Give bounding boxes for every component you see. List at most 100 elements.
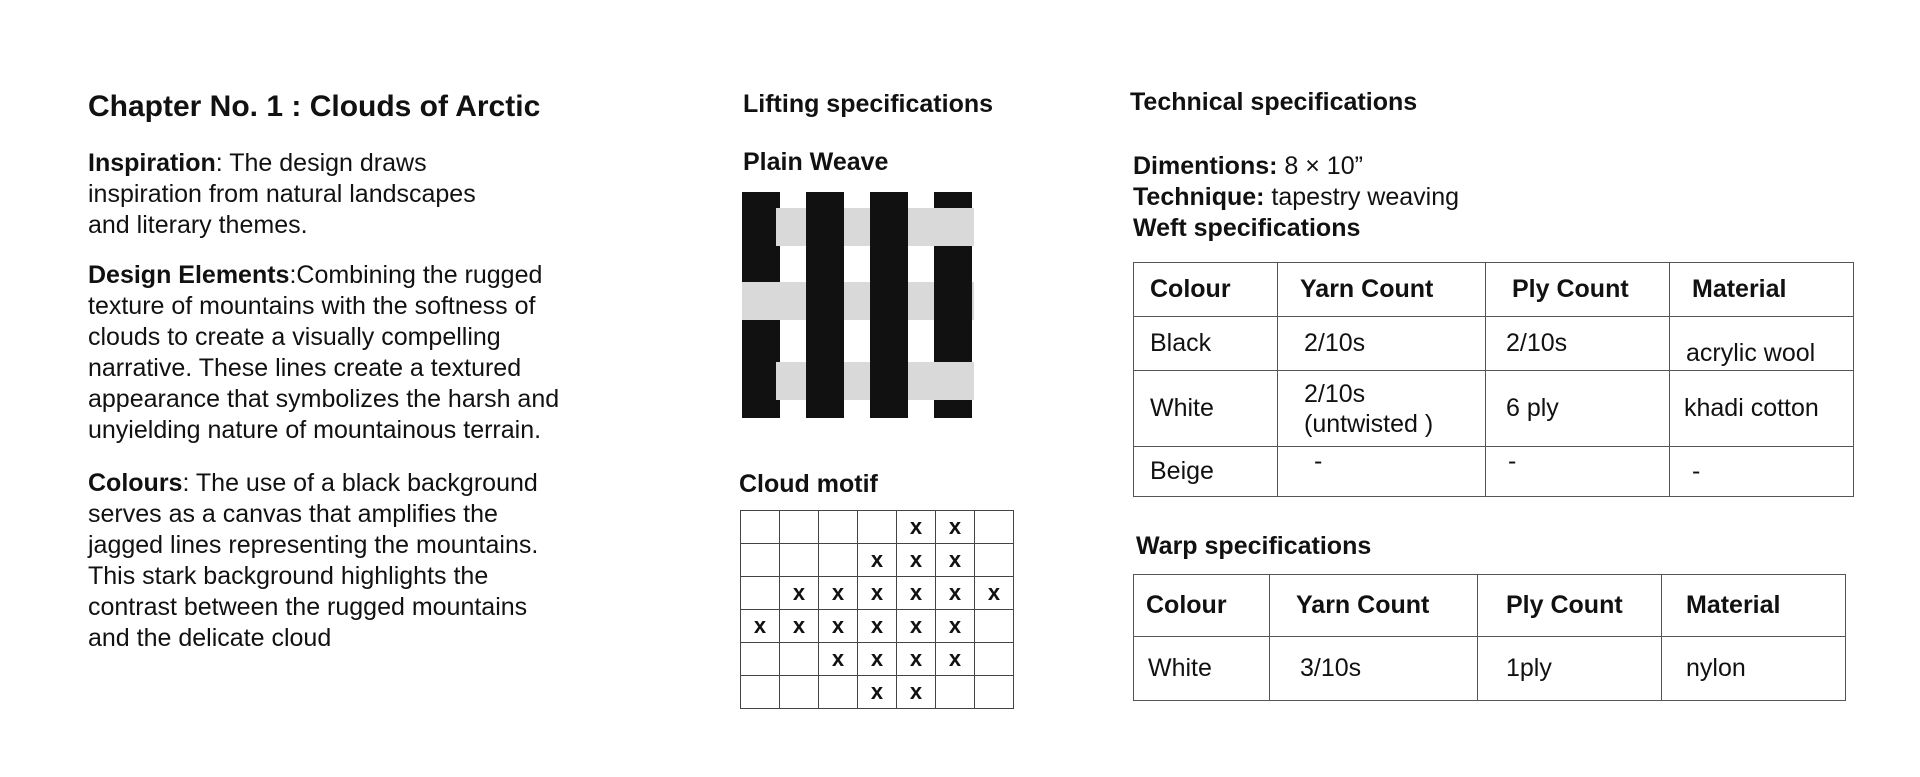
cloud-motif-title: Cloud motif (739, 470, 878, 498)
design-line: clouds to create a visually compelling (88, 323, 501, 351)
weft-cell: 2/10s (1485, 316, 1670, 371)
weft-header-material: Material (1669, 262, 1854, 317)
motif-cell-marked: x (857, 576, 897, 610)
motif-cell (779, 642, 819, 676)
weft-header-yarn-count: Yarn Count (1277, 262, 1486, 317)
colours-line: : The use of a black background (182, 469, 538, 497)
weave-weft-over (776, 362, 806, 400)
colours-line: This stark background highlights the (88, 562, 489, 590)
weave-warp (870, 192, 908, 418)
technique-value: tapestry weaving (1264, 183, 1460, 211)
technique-line: Technique: tapestry weaving (1133, 183, 1459, 212)
technical-specifications-title: Technical specifications (1130, 88, 1418, 116)
warp-table: Colour Yarn Count Ply Count Material Whi… (1133, 574, 1846, 701)
motif-cell (857, 510, 897, 544)
design-elements-label: Design Elements (88, 261, 290, 289)
motif-cell-marked: x (935, 642, 975, 676)
motif-cell (818, 543, 858, 577)
design-line: appearance that symbolizes the harsh and (88, 385, 560, 413)
weave-weft-over (908, 208, 974, 246)
motif-cell (974, 642, 1014, 676)
motif-cell-marked: x (779, 609, 819, 643)
warp-specifications-title: Warp specifications (1136, 532, 1372, 560)
motif-cell-marked: x (896, 576, 936, 610)
dimensions-value: 8 × 10” (1277, 152, 1363, 180)
motif-cell (740, 675, 780, 709)
motif-cell-marked: x (818, 642, 858, 676)
motif-cell-marked: x (818, 609, 858, 643)
motif-cell (974, 543, 1014, 577)
technique-label: Technique: (1133, 183, 1265, 211)
inspiration-paragraph: Inspiration: The design draws inspiratio… (88, 148, 476, 241)
weft-cell: White (1133, 370, 1278, 447)
warp-header-ply-count: Ply Count (1477, 574, 1662, 637)
colours-line: contrast between the rugged mountains (88, 593, 528, 621)
motif-cell-marked: x (974, 576, 1014, 610)
weft-row: Black 2/10s 2/10s acrylic wool (1133, 316, 1854, 371)
motif-cell (779, 675, 819, 709)
motif-cell-marked: x (935, 510, 975, 544)
design-line: narrative. These lines create a textured (88, 354, 522, 382)
motif-cell-marked: x (740, 609, 780, 643)
motif-cell (974, 609, 1014, 643)
weft-cell: Black (1133, 316, 1278, 371)
weft-cell: acrylic wool (1669, 316, 1854, 371)
warp-cell: 1ply (1477, 636, 1662, 701)
inspiration-line: and literary themes. (88, 211, 308, 239)
weave-weft-over (844, 282, 870, 320)
warp-cell: 3/10s (1269, 636, 1478, 701)
design-elements-paragraph: Design Elements:Combining the rugged tex… (88, 260, 559, 446)
colours-line: jagged lines representing the mountains. (88, 531, 539, 559)
colours-line: and the delicate cloud (88, 624, 332, 652)
motif-cell (974, 675, 1014, 709)
motif-cell-marked: x (896, 510, 936, 544)
motif-cell-marked: x (857, 609, 897, 643)
warp-cell: White (1133, 636, 1270, 701)
motif-cell-marked: x (857, 543, 897, 577)
colours-paragraph: Colours: The use of a black background s… (88, 468, 538, 654)
inspiration-line: : The design draws (215, 149, 427, 177)
motif-cell-marked: x (935, 576, 975, 610)
plain-weave-diagram (742, 192, 974, 418)
weave-weft-over (908, 362, 974, 400)
weft-table: Colour Yarn Count Ply Count Material Bla… (1133, 262, 1854, 497)
motif-cell-marked: x (818, 576, 858, 610)
dimensions-line: Dimentions: 8 × 10” (1133, 152, 1363, 181)
inspiration-label: Inspiration (88, 149, 216, 177)
lifting-specifications-title: Lifting specifications (743, 90, 994, 118)
weft-cell: - (1669, 446, 1854, 497)
motif-cell (740, 642, 780, 676)
warp-header-colour: Colour (1133, 574, 1270, 637)
motif-cell (779, 510, 819, 544)
motif-cell (740, 510, 780, 544)
motif-cell-marked: x (896, 642, 936, 676)
plain-weave-title: Plain Weave (743, 148, 889, 176)
motif-cell-marked: x (896, 675, 936, 709)
weft-cell: khadi cotton (1669, 370, 1854, 447)
weft-row: Beige - - - (1133, 446, 1854, 497)
weft-cell: - (1485, 446, 1670, 497)
weave-weft-over (742, 282, 780, 320)
motif-cell (818, 675, 858, 709)
design-line: texture of mountains with the softness o… (88, 292, 536, 320)
weft-cell: - (1277, 446, 1486, 497)
dimensions-label: Dimentions: (1133, 152, 1278, 180)
weft-row: White 2/10s (untwisted ) 6 ply khadi cot… (1133, 370, 1854, 447)
motif-cell-marked: x (857, 675, 897, 709)
weft-cell: 2/10s (untwisted ) (1277, 370, 1486, 447)
weave-warp (806, 192, 844, 418)
weave-weft-over (776, 208, 806, 246)
motif-cell-marked: x (935, 609, 975, 643)
colours-label: Colours (88, 469, 183, 497)
motif-cell-marked: x (779, 576, 819, 610)
warp-row: White 3/10s 1ply nylon (1133, 636, 1846, 701)
motif-cell (818, 510, 858, 544)
weft-specifications-title: Weft specifications (1133, 214, 1361, 242)
